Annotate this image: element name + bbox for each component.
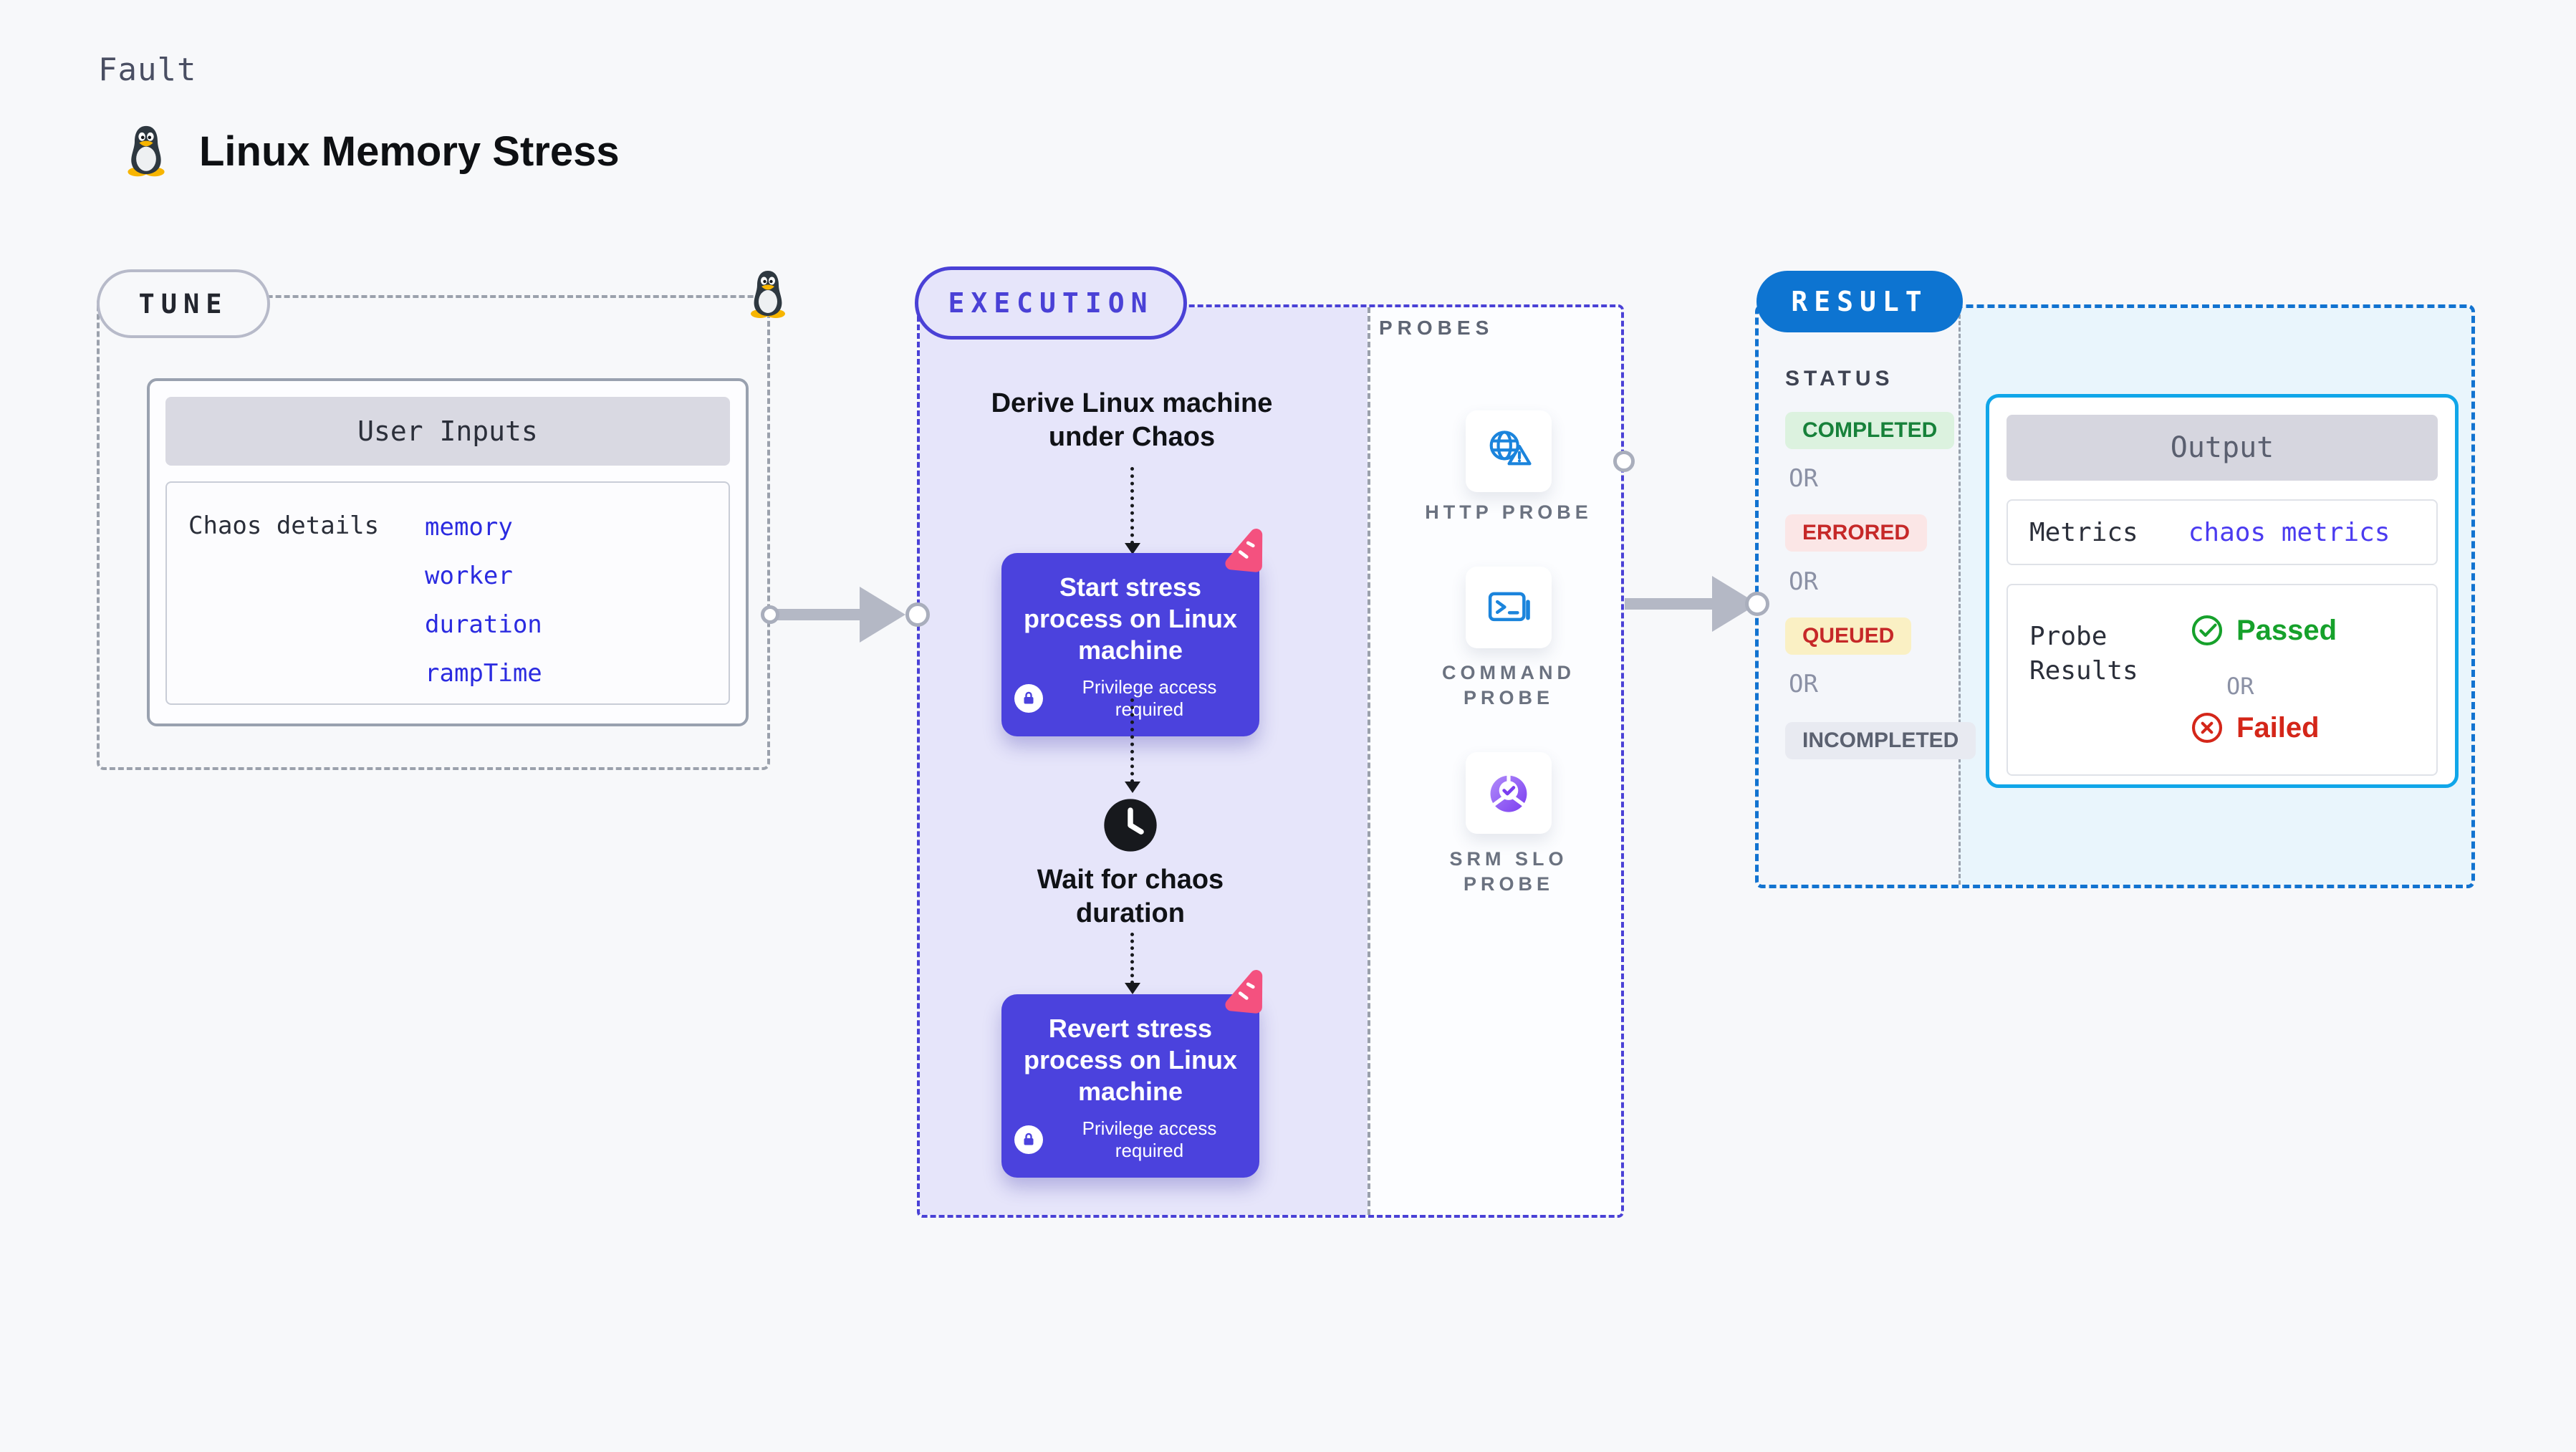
status-badge-incompleted: INCOMPLETED <box>1785 722 1976 759</box>
flow-arrow-down <box>1125 467 1140 554</box>
page-title: Linux Memory Stress <box>199 128 620 175</box>
arrow-probes-to-result <box>1625 576 1758 632</box>
user-inputs-card: User Inputs Chaos details memory worker … <box>147 378 749 726</box>
probe-result-passed: Passed <box>2191 614 2337 647</box>
connector-dot <box>905 602 930 627</box>
slo-donut-icon <box>1490 771 1527 812</box>
arrow-tune-to-execution <box>772 587 905 643</box>
privilege-row: Privilege access required <box>1014 1117 1246 1162</box>
linux-tux-icon <box>128 125 165 177</box>
probe-results-row: Probe Results Passed OR Failed <box>2007 584 2438 776</box>
probe-result-failed: Failed <box>2191 711 2320 744</box>
status-header: STATUS <box>1785 367 1894 390</box>
or-separator: OR <box>1789 567 1818 596</box>
chaos-input-ramptime: rampTime <box>425 659 542 688</box>
step-wait-duration: Wait for chaos duration <box>1037 865 1224 928</box>
output-card: Output Metrics chaos metrics Probe Resul… <box>1986 394 2459 788</box>
command-probe-label: COMMAND PROBE <box>1442 662 1575 708</box>
or-separator: OR <box>1789 464 1818 493</box>
metrics-value-link[interactable]: chaos metrics <box>2188 517 2390 547</box>
chaos-details-label: Chaos details <box>188 511 380 540</box>
metrics-label: Metrics <box>2029 517 2138 547</box>
command-probe-card[interactable] <box>1466 567 1552 648</box>
execution-section-label: EXECUTION <box>915 266 1187 340</box>
lock-icon <box>1014 1125 1043 1154</box>
step-derive-machine: Derive Linux machine under Chaos <box>991 388 1273 452</box>
lock-icon <box>1014 684 1043 713</box>
revert-stress-label: Revert stress process on Linux machine <box>1023 1014 1238 1106</box>
x-circle-icon <box>2191 712 2223 744</box>
chaos-input-duration: duration <box>425 610 542 639</box>
failed-label: Failed <box>2236 711 2320 744</box>
connector-dot <box>1613 451 1635 472</box>
check-circle-icon <box>2191 615 2223 646</box>
fault-kind-label: Fault <box>98 52 197 88</box>
http-probe-card[interactable] <box>1466 410 1552 492</box>
output-header: Output <box>2007 415 2438 481</box>
result-section-label: RESULT <box>1756 271 1963 332</box>
chaos-details-table: Chaos details memory worker duration ram… <box>165 481 730 705</box>
linux-tux-icon <box>751 271 785 318</box>
chaos-input-memory: memory <box>425 513 513 542</box>
status-badge-queued: QUEUED <box>1785 617 1912 655</box>
tune-section-label: TUNE <box>97 269 270 338</box>
privilege-note: Privilege access required <box>1082 676 1217 720</box>
status-column <box>1759 308 1959 885</box>
flow-arrow-down <box>1125 933 1140 994</box>
revert-stress-step-button[interactable]: Revert stress process on Linux machine P… <box>1001 994 1259 1178</box>
privilege-row: Privilege access required <box>1014 676 1246 721</box>
metrics-row: Metrics chaos metrics <box>2007 499 2438 565</box>
privilege-note: Privilege access required <box>1082 1117 1217 1161</box>
chaos-input-worker: worker <box>425 562 513 590</box>
probes-section-label: PROBES <box>1379 317 1494 339</box>
chaos-input-list: memory worker duration rampTime <box>425 503 542 698</box>
status-badge-errored: ERRORED <box>1785 514 1928 552</box>
srm-slo-probe-label: SRM SLO PROBE <box>1449 848 1568 895</box>
start-stress-label: Start stress process on Linux machine <box>1023 572 1238 665</box>
or-separator: OR <box>2226 673 2254 700</box>
tune-section <box>97 295 770 770</box>
globe-warning-icon <box>1489 431 1532 466</box>
status-badge-completed: COMPLETED <box>1785 412 1955 449</box>
litmus-chaos-icon <box>1225 529 1263 572</box>
flow-arrow-down <box>1125 698 1140 793</box>
srm-slo-probe-card[interactable] <box>1466 752 1552 834</box>
terminal-icon <box>1488 592 1530 622</box>
probe-results-label: Probe Results <box>2029 622 2138 686</box>
or-separator: OR <box>1789 670 1818 698</box>
connector-dot <box>1745 592 1769 616</box>
connector-dot <box>761 605 779 624</box>
passed-label: Passed <box>2236 614 2337 646</box>
clock-icon <box>1104 799 1157 852</box>
http-probe-label: HTTP PROBE <box>1425 501 1592 523</box>
litmus-chaos-icon <box>1225 970 1263 1014</box>
user-inputs-header: User Inputs <box>165 397 730 466</box>
